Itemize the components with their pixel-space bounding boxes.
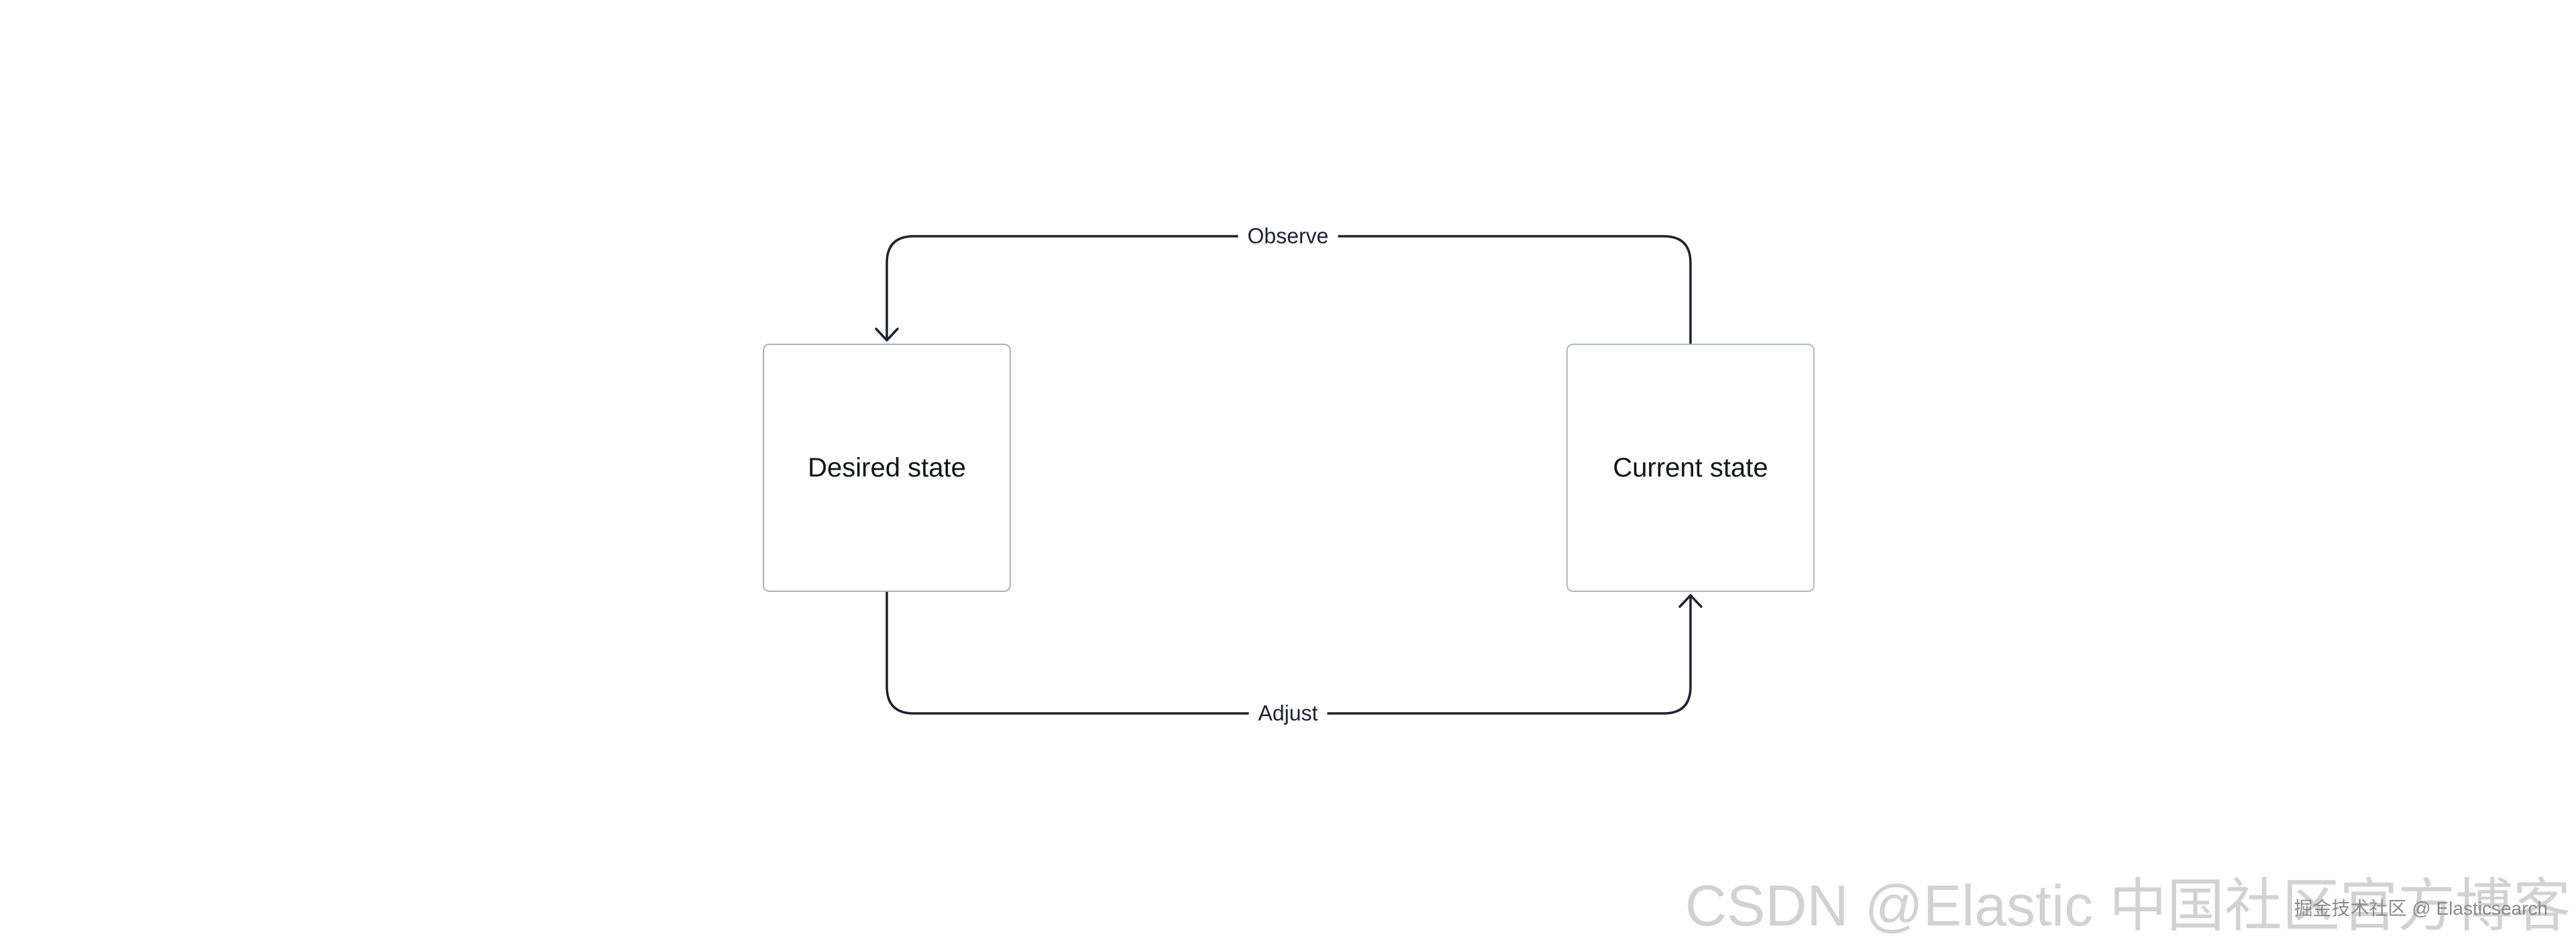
observe-connector (885, 235, 1692, 345)
desired-state-label: Desired state (808, 452, 966, 483)
current-state-label: Current state (1613, 452, 1768, 483)
adjust-label: Adjust (1248, 701, 1328, 726)
observe-arrowhead-icon (875, 328, 899, 342)
desired-state-node: Desired state (763, 344, 1011, 592)
juejin-watermark: 掘金技术社区 @ Elasticsearch (2294, 898, 2548, 919)
observe-label: Observe (1238, 223, 1338, 249)
adjust-connector (885, 591, 1692, 715)
adjust-arrowhead-icon (1678, 594, 1703, 608)
current-state-node: Current state (1566, 344, 1815, 592)
csdn-watermark: CSDN @Elastic 中国社区官方博客 (1684, 874, 2571, 938)
